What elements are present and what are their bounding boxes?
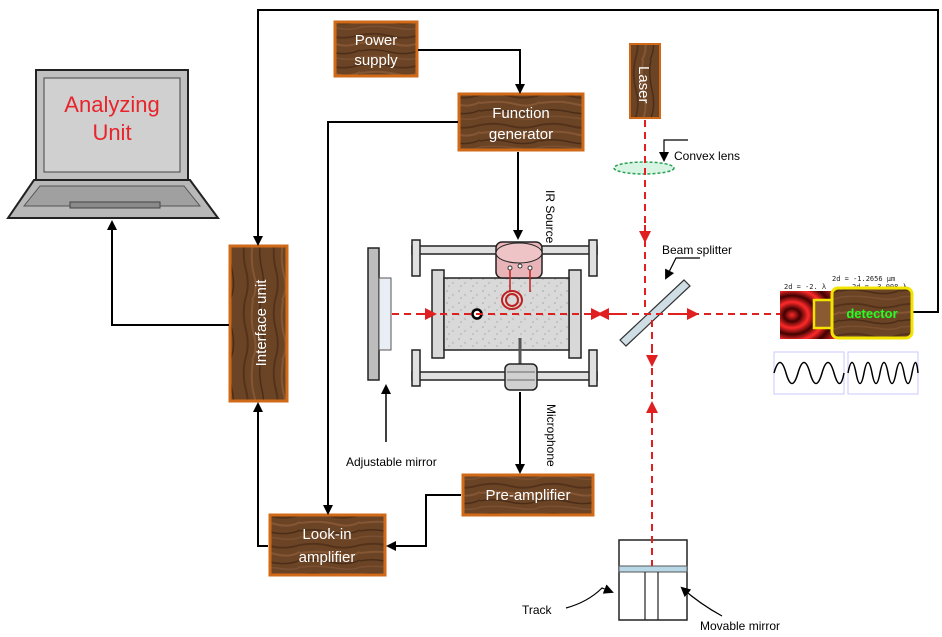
cell-frame-post — [411, 239, 421, 277]
adjustable-mirror: Adjustable mirror — [346, 247, 437, 469]
pre-amplifier-label: Pre-amplifier — [485, 487, 570, 504]
laptop-keyboard — [22, 185, 202, 207]
cell-frame-post — [588, 239, 598, 277]
power-supply-box: Power supply — [333, 20, 419, 78]
laptop: Analyzing Unit — [6, 69, 220, 219]
laser-label: Laser — [635, 66, 652, 104]
signal-wave-left — [773, 361, 845, 385]
cell-frame-post — [588, 349, 598, 387]
function-generator-box: Function generator — [457, 92, 585, 152]
signal-wave-right — [847, 361, 919, 385]
wire-generator-to-lockin — [323, 121, 458, 515]
lockin-amplifier-line2: amplifier — [299, 549, 356, 566]
convex-lens-pointer — [659, 139, 688, 162]
ir-source: IR Source — [495, 190, 557, 310]
detector-label: detector — [846, 306, 897, 321]
beam-splitter-plate — [619, 279, 691, 347]
power-supply-line2: supply — [354, 52, 398, 69]
convex-lens-label: Convex lens — [674, 149, 740, 163]
ir-source-pin — [517, 263, 523, 269]
microphone-body — [504, 363, 538, 391]
wire-lockin-to-interface — [253, 402, 268, 547]
wire-preamp-to-lockin — [386, 494, 461, 551]
analyzing-unit-line1: Analyzing — [64, 92, 159, 117]
wire-detector-to-interface — [253, 9, 939, 313]
detector-body — [830, 286, 914, 340]
analyzing-unit-line2: Unit — [92, 120, 131, 145]
detector-readout-top: 2d = -1.2656 µm — [832, 275, 895, 283]
lockin-amplifier-box: Look-in amplifier — [268, 513, 387, 577]
beam-splitter: Beam splitter — [619, 243, 732, 347]
ir-filament — [501, 290, 524, 310]
detector-nozzle — [812, 298, 834, 330]
ir-source-label: IR Source — [543, 190, 557, 244]
ir-source-leads — [509, 270, 531, 292]
movable-mirror-label: Movable mirror — [700, 619, 780, 633]
laptop-touchpad — [69, 201, 161, 209]
ir-source-cap — [495, 242, 543, 264]
movable-mirror-plate — [618, 565, 688, 573]
power-supply-line1: Power — [355, 32, 398, 49]
ir-source-pin — [527, 265, 533, 271]
function-generator-line2: generator — [489, 126, 553, 143]
cell-frame-post — [411, 349, 421, 387]
interface-unit-box: Interface unit — [228, 244, 289, 403]
microphone: Microphone — [504, 338, 558, 467]
pre-amplifier-box: Pre-amplifier — [461, 473, 595, 517]
laser-source: Laser — [629, 43, 661, 119]
detector-assembly: 2d = -1.2656 µm 2d = -2. λ 2d = -3.008 λ… — [773, 275, 919, 395]
function-generator-line1: Function — [492, 105, 550, 122]
wire-interface-to-laptop — [107, 220, 229, 326]
adjustable-mirror-label: Adjustable mirror — [346, 455, 437, 469]
track-label: Track — [522, 603, 553, 617]
laptop-screen — [43, 77, 181, 173]
adjustable-mirror-plate — [367, 247, 380, 381]
signal-wires — [107, 9, 939, 551]
wire-power-to-generator — [418, 49, 525, 94]
convex-lens: Convex lens — [613, 139, 740, 175]
detector-readout-left: 2d = -2. λ — [784, 283, 826, 291]
track-pointer — [565, 584, 614, 609]
movable-mirror-pointer — [680, 586, 723, 617]
microphone-label: Microphone — [544, 404, 558, 467]
ir-source-pin — [507, 265, 513, 271]
laser-beams — [392, 120, 780, 566]
beam-splitter-label: Beam splitter — [662, 243, 732, 257]
interface-unit-label: Interface unit — [253, 279, 270, 367]
lockin-amplifier-line1: Look-in — [302, 526, 351, 543]
beam-splitter-pointer — [665, 257, 700, 280]
adjustable-mirror-face — [378, 277, 392, 351]
signal-plot-right — [847, 351, 919, 395]
